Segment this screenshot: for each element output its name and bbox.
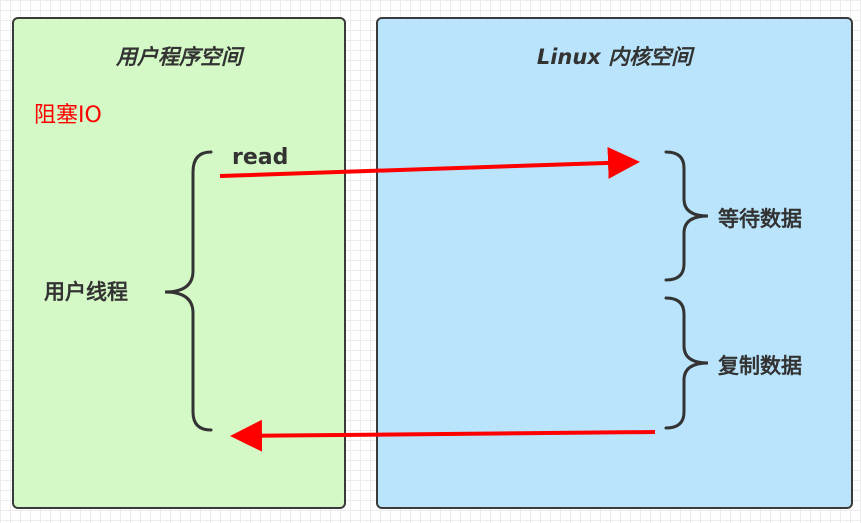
kernel-space-panel: Linux 内核空间 [376,17,853,509]
data-return-arrow [230,419,656,452]
user-thread-label: 用户线程 [44,280,128,304]
read-request-arrow [219,146,640,179]
copy-data-brace [664,296,709,430]
user-thread-brace [164,150,213,432]
user-space-title: 用户程序空间 [116,45,242,69]
wait-data-label: 等待数据 [718,207,802,231]
user-space-panel: 用户程序空间 [12,17,346,509]
copy-data-label: 复制数据 [718,354,802,378]
kernel-space-title: Linux 内核空间 [536,45,693,69]
read-call-label: read [232,145,289,170]
wait-data-brace [664,150,709,282]
io-mode-label: 阻塞IO [34,103,102,128]
